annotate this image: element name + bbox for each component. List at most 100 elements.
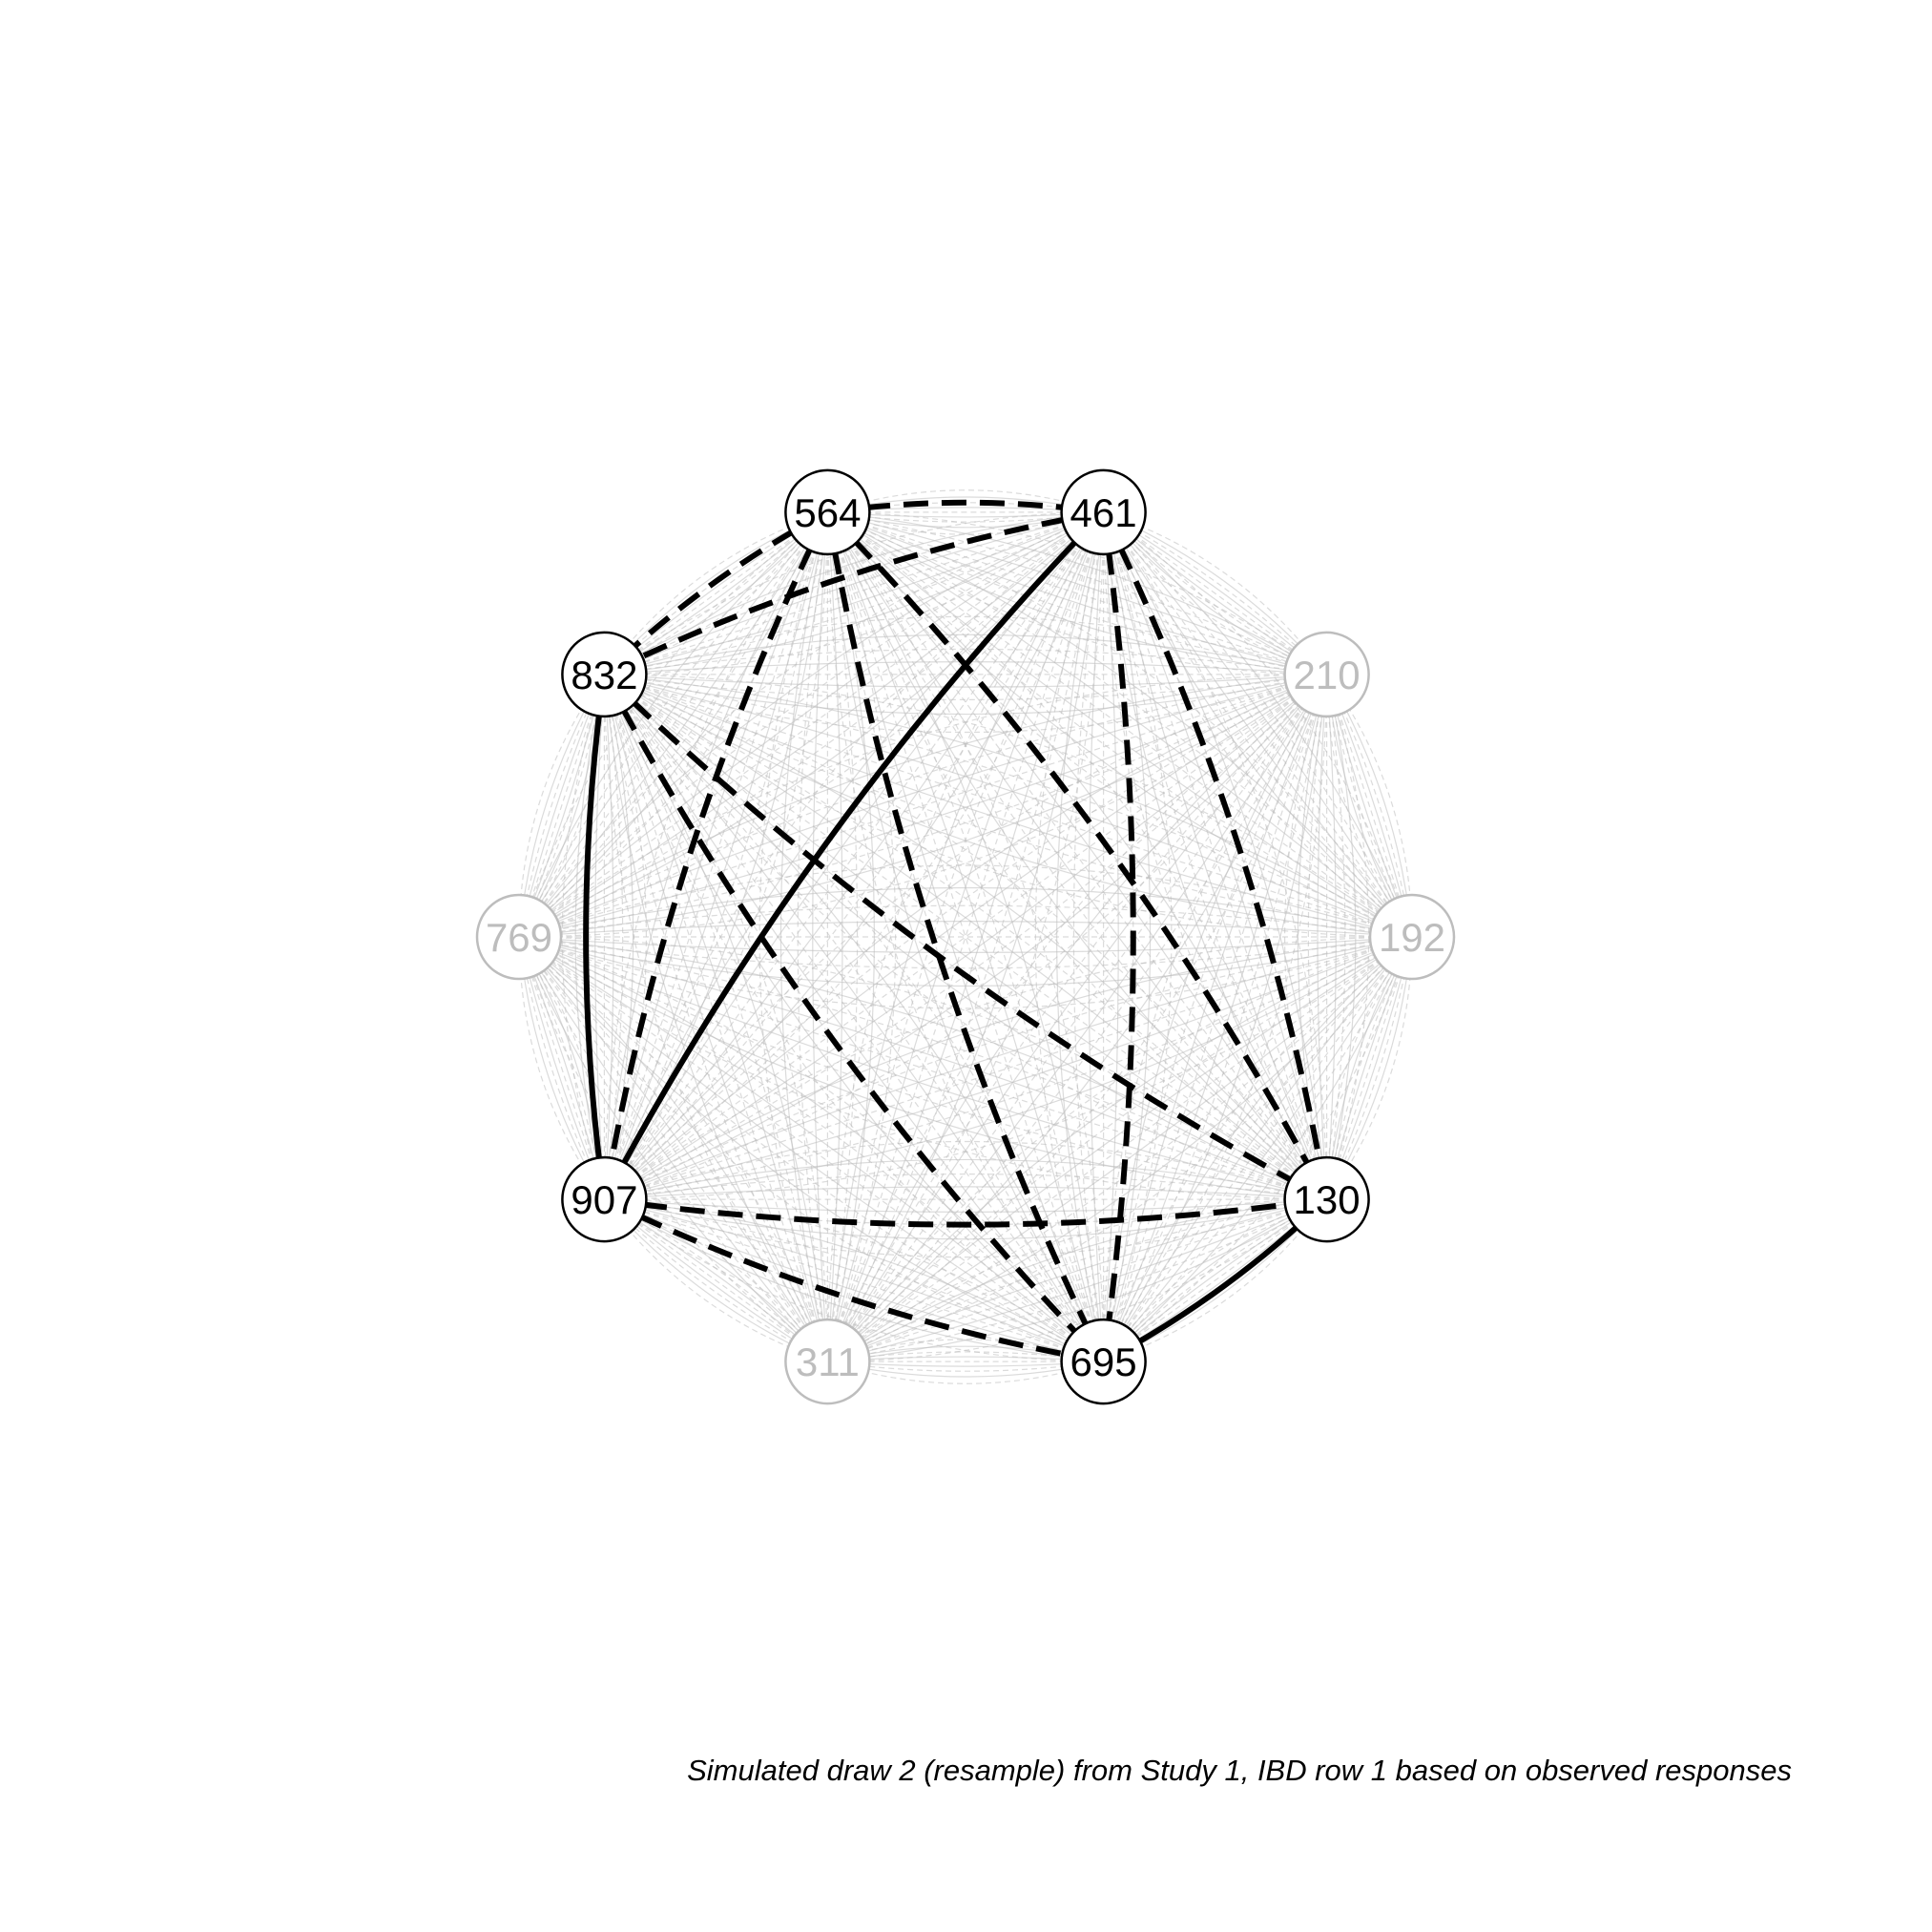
background-edge bbox=[826, 511, 1105, 1362]
background-edge bbox=[826, 936, 1413, 1362]
background-edge bbox=[604, 674, 1105, 1362]
background-edge bbox=[604, 674, 1413, 938]
background-edge bbox=[1103, 674, 1328, 1362]
background-edge bbox=[827, 511, 1413, 938]
background-edge bbox=[604, 936, 1413, 1200]
background-edge bbox=[1088, 511, 1105, 1362]
background-edge bbox=[604, 936, 1413, 1200]
background-edge bbox=[604, 511, 1104, 675]
background-edge bbox=[603, 674, 828, 1362]
background-edge bbox=[603, 674, 624, 1200]
background-edge bbox=[518, 936, 828, 1362]
background-edge bbox=[1103, 674, 1328, 1362]
node-695: 695 bbox=[1060, 1318, 1147, 1405]
edge-564-130 bbox=[825, 509, 1330, 1201]
background-edge bbox=[518, 936, 828, 1362]
edge-832-695 bbox=[601, 673, 1106, 1364]
background-edge bbox=[594, 674, 605, 1200]
background-edge bbox=[604, 511, 1104, 675]
background-edge bbox=[518, 936, 828, 1362]
node-circle bbox=[561, 631, 648, 718]
edge-564-907 bbox=[601, 510, 831, 1200]
background-edge bbox=[826, 511, 1105, 1362]
edge-832-130 bbox=[602, 672, 1329, 1202]
background-edge bbox=[604, 1140, 1327, 1200]
background-edge bbox=[604, 674, 1328, 1200]
background-edge bbox=[604, 674, 1327, 1200]
background-edge bbox=[826, 936, 1413, 1362]
background-edge bbox=[604, 674, 1327, 734]
background-edge bbox=[518, 936, 1327, 1200]
background-edge bbox=[604, 674, 1413, 938]
node-circle bbox=[784, 468, 871, 556]
background-edge bbox=[1103, 511, 1413, 938]
background-edge bbox=[827, 1198, 1327, 1362]
edge-564-695 bbox=[824, 511, 1107, 1363]
background-edge bbox=[574, 674, 605, 1200]
background-edge bbox=[604, 615, 1327, 675]
background-edge bbox=[604, 511, 1104, 675]
background-edge bbox=[603, 674, 1105, 1362]
background-edge bbox=[518, 936, 1327, 1200]
node-907: 907 bbox=[561, 1155, 648, 1243]
node-circle bbox=[561, 1155, 648, 1243]
node-461: 461 bbox=[1060, 468, 1147, 556]
background-edge bbox=[827, 1198, 1327, 1362]
background-edge bbox=[826, 511, 859, 1362]
background-edge bbox=[518, 674, 1327, 938]
background-edge bbox=[604, 674, 1328, 1200]
background-edge bbox=[1103, 511, 1328, 1200]
node-label: 311 bbox=[796, 1340, 860, 1384]
background-edge bbox=[604, 674, 1413, 938]
background-edge bbox=[604, 936, 1413, 1200]
background-edge bbox=[518, 864, 1413, 938]
background-edge bbox=[518, 936, 1104, 1362]
background-edge bbox=[604, 511, 1104, 675]
background-edge bbox=[518, 674, 1327, 938]
edge-832-907 bbox=[583, 674, 608, 1200]
background-edge bbox=[1103, 936, 1413, 1362]
background-edge bbox=[518, 511, 828, 938]
background-edge bbox=[604, 674, 1327, 1200]
background-edge bbox=[826, 674, 1328, 1362]
background-edge bbox=[603, 511, 828, 1200]
background-edge bbox=[604, 936, 1413, 1200]
background-edge bbox=[604, 674, 1328, 1200]
background-edge bbox=[603, 674, 828, 1362]
background-edge bbox=[604, 936, 1413, 1200]
background-edge bbox=[1103, 511, 1413, 938]
background-edge bbox=[1103, 511, 1413, 938]
background-edge bbox=[604, 674, 1413, 938]
node-label: 907 bbox=[571, 1177, 637, 1222]
background-edge bbox=[1103, 511, 1413, 938]
node-label: 564 bbox=[794, 490, 861, 535]
background-edge bbox=[603, 511, 1105, 1200]
background-edge bbox=[604, 1198, 1104, 1362]
background-edge bbox=[518, 936, 1413, 1009]
edge-461-907 bbox=[601, 509, 1106, 1201]
background-edge bbox=[1103, 511, 1328, 1200]
background-edge bbox=[604, 1198, 1327, 1258]
background-edge bbox=[1103, 511, 1413, 938]
background-edge bbox=[603, 674, 1104, 1362]
node-564: 564 bbox=[784, 468, 871, 556]
background-edge bbox=[518, 511, 828, 938]
background-edge bbox=[826, 511, 1105, 1362]
background-edge bbox=[826, 511, 843, 1362]
caption: Simulated draw 2 (resample) from Study 1… bbox=[687, 1754, 1792, 1787]
background-edge bbox=[827, 511, 1413, 938]
background-edge bbox=[604, 511, 1104, 675]
background-edge bbox=[518, 936, 828, 1362]
background-edge bbox=[826, 511, 1105, 1362]
background-edge bbox=[827, 1198, 1327, 1362]
background-edge bbox=[604, 1198, 1104, 1362]
background-edge bbox=[827, 511, 1413, 938]
node-label: 695 bbox=[1070, 1340, 1137, 1384]
background-edge bbox=[1103, 936, 1413, 1362]
node-circle bbox=[1283, 631, 1370, 718]
background-edge bbox=[518, 511, 828, 938]
background-edge bbox=[826, 511, 1105, 1362]
background-edge bbox=[603, 674, 828, 1362]
node-210: 210 bbox=[1283, 631, 1370, 718]
node-circle bbox=[784, 1318, 871, 1405]
